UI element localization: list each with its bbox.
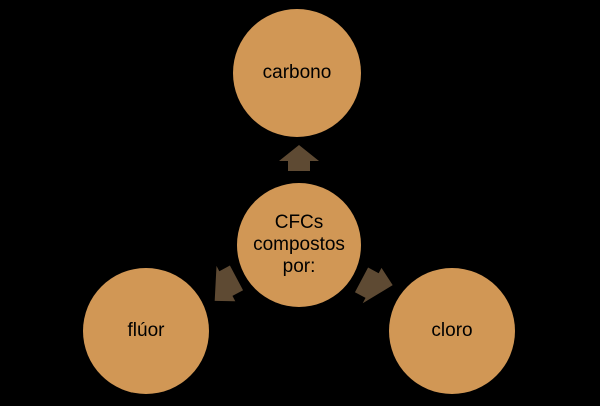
node-carbono-label: carbono (262, 62, 332, 84)
node-carbono: carbono (233, 9, 361, 137)
node-cloro-label: cloro (431, 320, 473, 342)
node-fluor-label: flúor (127, 320, 165, 342)
arrow-to-carbono (279, 145, 319, 171)
node-cfcs-label: CFCs compostos por: (253, 212, 345, 277)
node-cloro: cloro (389, 268, 515, 394)
node-cfcs-center: CFCs compostos por: (237, 183, 361, 307)
node-fluor: flúor (83, 268, 209, 394)
arrow-to-fluor (214, 265, 244, 302)
arrow-to-cloro (354, 267, 393, 304)
